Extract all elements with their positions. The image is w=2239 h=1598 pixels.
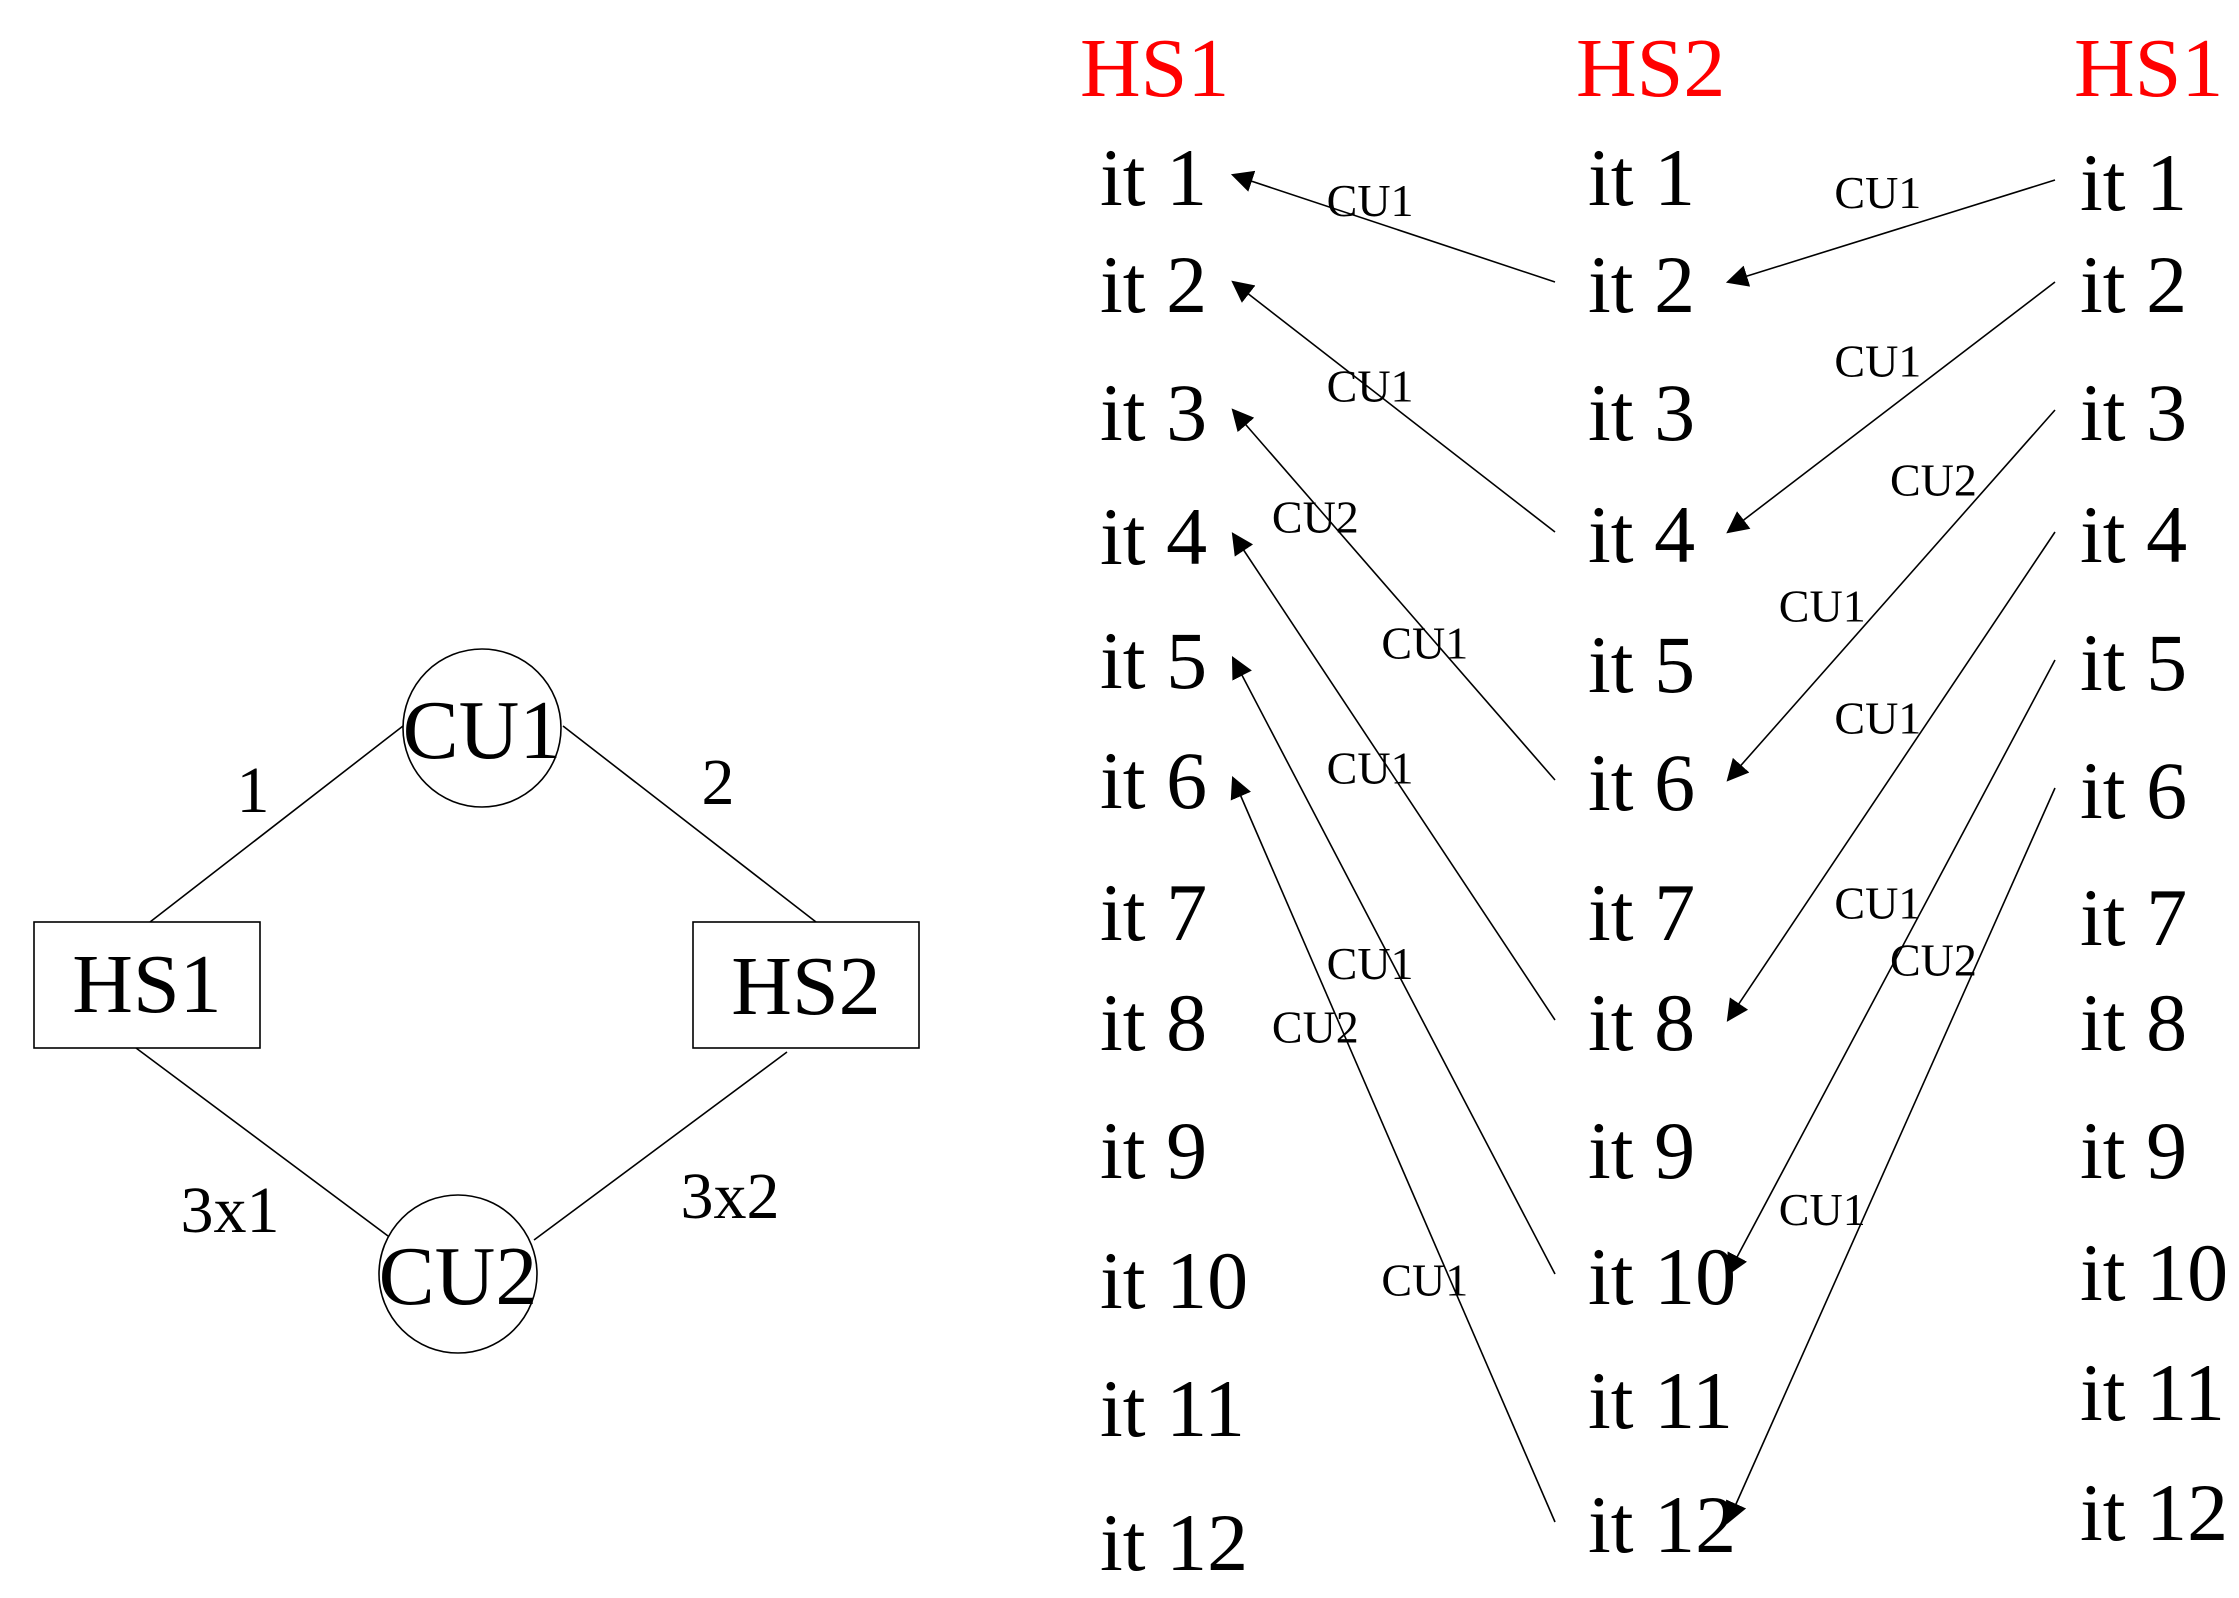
arrow-label: CU1 [1779,1184,1866,1235]
column-header: HS1 [2074,22,2223,115]
iteration-label: it 4 [1100,491,1207,582]
arrow-label: CU1 [1381,617,1468,668]
message-arrow [1231,280,1556,533]
column-header: HS1 [1080,22,1229,115]
edge-label-2: 2 [702,746,735,819]
iteration-label: it 8 [1100,977,1207,1068]
arrow-label: CU1 [1779,580,1866,631]
iteration-label: it 8 [1588,977,1695,1068]
iteration-label: it 1 [1588,132,1695,223]
iteration-label: it 9 [2080,1105,2187,1196]
iteration-label: it 10 [2080,1227,2228,1318]
iteration-label: it 8 [2080,977,2187,1068]
iteration-label: it 6 [2080,745,2187,836]
iteration-label: it 7 [1100,867,1207,958]
arrow-label: CU1 [1834,336,1921,387]
message-arrow [1726,531,2056,1022]
iteration-label: it 10 [1588,1231,1736,1322]
arrow-label: CU2 [1890,455,1977,506]
iteration-label: it 4 [2080,489,2187,580]
iteration-label: it 11 [2080,1347,2225,1438]
node-hs2-box [692,921,920,1049]
arrow-label: CU1 [1327,361,1414,412]
column-header: HS2 [1576,22,1725,115]
node-hs1-label: HS1 [72,938,221,1031]
message-arrow [1230,775,1556,1523]
iteration-label: it 7 [2080,872,2187,963]
iteration-label: it 3 [1100,367,1207,458]
iteration-label: it 3 [2080,367,2187,458]
iteration-label: it 2 [2080,239,2187,330]
edge-label-3x2: 3x2 [681,1160,780,1233]
edge-label-1: 1 [237,754,270,827]
edge-hs1-cu1 [149,725,404,923]
edge-cu2-hs2 [533,1051,788,1241]
arrow-label: CU1 [1834,877,1921,928]
iteration-label: it 5 [1588,619,1695,710]
message-arrow [1230,170,1556,283]
network-graph: CU1 HS1 HS2 CU2 1 2 3x1 3x2 [33,648,920,1354]
arrow-label: CU1 [1381,1255,1468,1306]
iteration-label: it 2 [1588,239,1695,330]
node-cu2-label: CU2 [379,1230,538,1323]
arrow-label: CU1 [1834,167,1921,218]
iteration-label: it 6 [1100,735,1207,826]
arrow-label: CU2 [1272,492,1359,543]
iteration-label: it 12 [1100,1497,1248,1588]
message-arrows: CU1CU1CU1CU2CU1CU1CU1CU2CU1CU1CU2CU1CU1C… [1230,167,2056,1525]
edge-hs1-cu2 [135,1047,389,1237]
message-arrow [1231,408,1556,781]
message-arrow [1726,787,2056,1525]
iteration-label: it 2 [1100,239,1207,330]
arrow-label: CU1 [1327,742,1414,793]
arrow-label: CU1 [1327,938,1414,989]
iteration-label: it 5 [2080,617,2187,708]
iteration-label: it 9 [1588,1105,1695,1196]
iteration-label: it 12 [2080,1467,2228,1558]
timeline: HS1 HS2 HS1 it 1 it 2 it 3 it 4 it 5 it 6 it 7… [1080,22,2228,1588]
iteration-label: it 1 [2080,137,2187,228]
iteration-label: it 3 [1588,367,1695,458]
column-items-hs1-left: it 1 it 2 it 3 it 4 it 5 it 6 it 7 it 8 it 9 it 1… [1100,132,1248,1588]
node-cu1-circle [402,648,562,808]
iteration-label: it 6 [1588,737,1695,828]
iteration-label: it 4 [1588,489,1695,580]
column-items-hs2: it 1 it 2 it 3 it 4 it 5 it 6 it 7 it 8 it 9 it 1… [1588,132,1736,1570]
iteration-label: it 9 [1100,1105,1207,1196]
arrow-label: CU2 [1272,1002,1359,1053]
arrow-label: CU1 [1834,693,1921,744]
column-items-hs1-right: it 1 it 2 it 3 it 4 it 5 it 6 it 7 it 8 it 9 it 1… [2080,137,2228,1558]
message-arrow [1231,532,1556,1021]
message-arrow [1725,179,2056,287]
arrow-label: CU1 [1327,175,1414,226]
edge-label-3x1: 3x1 [181,1174,280,1247]
node-cu2-circle [378,1194,538,1354]
message-arrow [1726,659,2056,1276]
edge-cu1-hs2 [562,725,817,923]
node-cu1-label: CU1 [403,684,562,777]
node-hs1-box [33,921,261,1049]
iteration-label: it 1 [1100,132,1207,223]
arrow-label: CU2 [1890,935,1977,986]
message-arrow [1231,656,1556,1275]
iteration-label: it 11 [1100,1363,1245,1454]
iteration-label: it 5 [1100,615,1207,706]
iteration-label: it 12 [1588,1479,1736,1570]
message-arrow [1726,409,2056,782]
iteration-label: it 7 [1588,867,1695,958]
message-arrow [1726,281,2056,534]
iteration-label: it 11 [1588,1355,1733,1446]
node-hs2-label: HS2 [731,940,880,1033]
iteration-label: it 10 [1100,1235,1248,1326]
